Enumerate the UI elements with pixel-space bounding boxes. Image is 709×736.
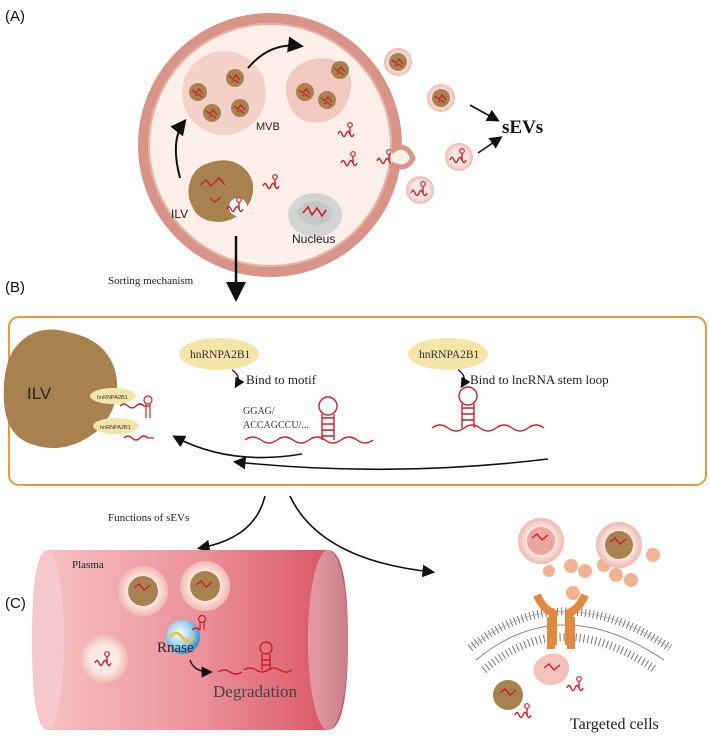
nucleus	[288, 193, 342, 237]
bind-motif-label: Bind to motif	[246, 372, 317, 387]
mvb-label: MVB	[256, 121, 280, 133]
arrow-icon	[469, 104, 500, 122]
ilv-label: ILV	[171, 207, 188, 221]
arrow-icon	[232, 456, 549, 471]
svg-text:hnRNPA2B1: hnRNPA2B1	[97, 395, 128, 401]
ilv-large-label: ILV	[27, 384, 52, 403]
ilv-body	[188, 160, 254, 222]
degraded-rna	[217, 641, 293, 675]
plasma-label: Plasma	[72, 559, 104, 571]
rnase-label: Rnase	[157, 640, 194, 656]
stem-loop-rna-right	[431, 386, 545, 432]
sevs-label: sEVs	[502, 117, 543, 138]
sev-vesicles	[384, 48, 473, 204]
bound-protein-complex: hnRNPA2B1 hnRNPA2B1	[90, 388, 154, 441]
membrane-bud	[389, 144, 416, 170]
protein-hnrnpa2b1-right	[408, 338, 488, 370]
ilv-large	[3, 329, 118, 449]
protein-hnrnpa2b1-left	[179, 338, 259, 370]
arrow-icon	[170, 118, 187, 179]
plasma-vesicles	[80, 561, 230, 683]
motif-line-2: ACCAGCCU/...	[243, 420, 309, 431]
panel-b-label: (B)	[5, 279, 25, 296]
mvb-early	[182, 51, 266, 135]
arrow-icon	[231, 369, 245, 389]
rnase-enzyme	[166, 614, 207, 654]
protein-right-label: hnRNPA2B1	[419, 349, 480, 361]
receptor-icon	[533, 593, 589, 649]
cell	[138, 13, 402, 277]
arrow-icon	[196, 495, 266, 553]
protein-left-label: hnRNPA2B1	[190, 349, 251, 361]
internalized-vesicles	[493, 653, 584, 719]
motif-line-1: GGAG/	[243, 406, 275, 417]
incoming-vesicles	[518, 518, 642, 568]
arrow-icon	[189, 659, 213, 678]
stem-loop-rna-middle	[244, 396, 374, 444]
nucleus-label: Nucleus	[292, 232, 335, 246]
arrow-icon	[477, 136, 503, 154]
functions-label: Functions of sEVs	[108, 512, 189, 524]
targeted-cells-label: Targeted cells	[570, 716, 659, 733]
mvb-fusing	[285, 58, 352, 123]
degradation-label: Degradation	[213, 682, 298, 701]
bind-stemloop-label: Bind to lncRNA stem loop	[470, 372, 609, 387]
sorting-mechanism-label: Sorting mechanism	[108, 275, 194, 287]
arrow-icon	[247, 36, 304, 69]
panel-a-label: (A)	[5, 8, 25, 25]
svg-text:hnRNPA2B1: hnRNPA2B1	[100, 425, 131, 431]
panel-c-label: (C)	[5, 595, 26, 612]
arrow-icon	[289, 495, 436, 578]
arrow-icon	[172, 435, 303, 459]
arrow-icon	[457, 369, 471, 389]
